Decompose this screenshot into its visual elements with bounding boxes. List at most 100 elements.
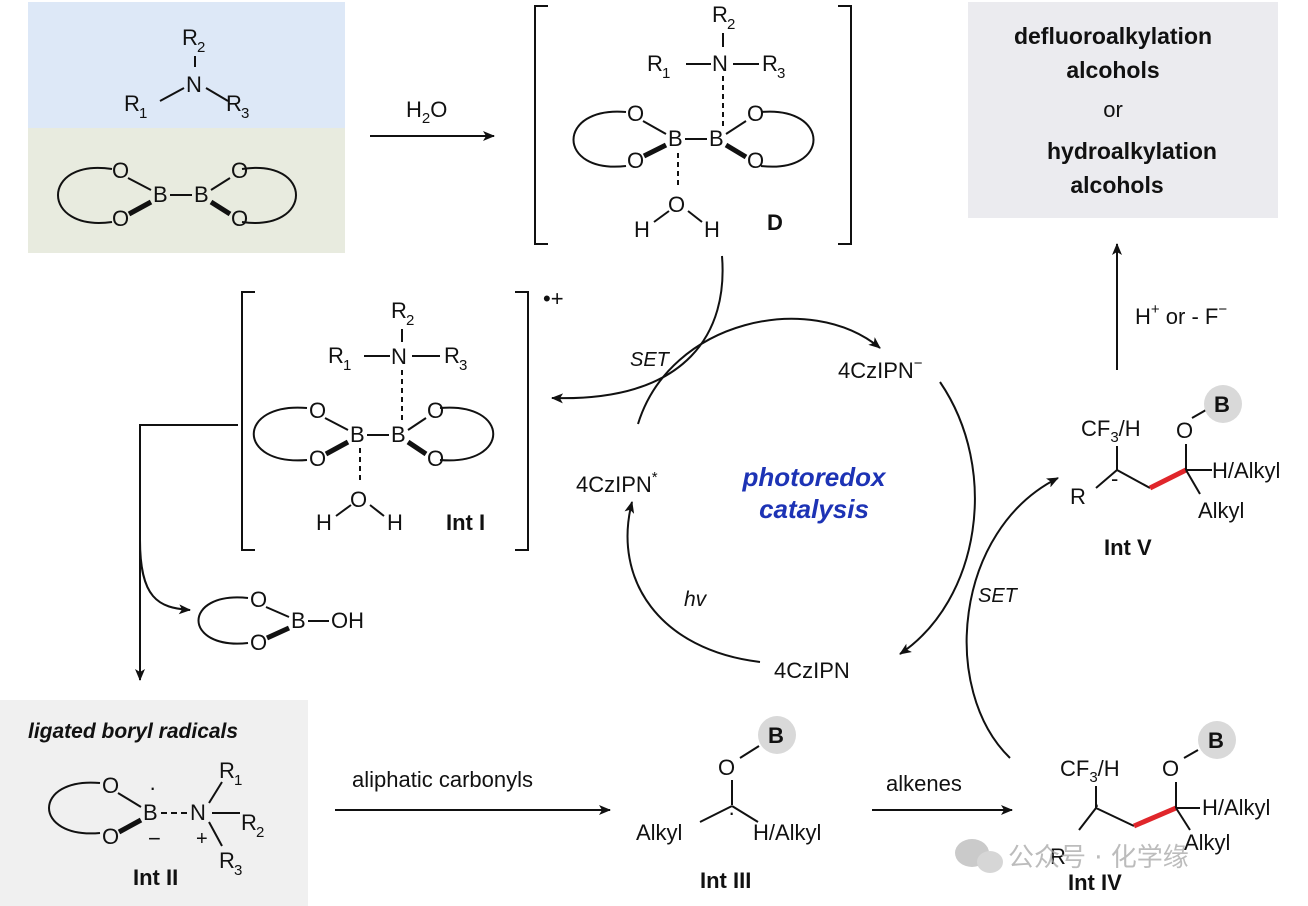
product-line-1: defluoroalkylation	[1014, 23, 1212, 49]
svg-text:2: 2	[256, 824, 264, 841]
set-arrow-int-iv-to-int-v	[965, 477, 1059, 759]
svg-text:公众号 · 化学缘: 公众号 · 化学缘	[1008, 843, 1189, 873]
svg-text:O: O	[747, 148, 764, 173]
svg-text:3: 3	[234, 862, 242, 879]
svg-text:O: O	[427, 398, 444, 423]
svg-text:Alkyl: Alkyl	[636, 820, 682, 845]
svg-text:2: 2	[727, 16, 735, 33]
svg-text:O: O	[102, 824, 119, 849]
svg-text:R: R	[241, 810, 257, 835]
svg-text:O: O	[250, 630, 267, 655]
svg-text:O: O	[250, 587, 267, 612]
svg-text:H/Alkyl: H/Alkyl	[1212, 458, 1280, 483]
set-label-right: SET	[978, 585, 1019, 607]
svg-text:H: H	[387, 510, 403, 535]
svg-text:R: R	[328, 343, 344, 368]
product-line-4: hydroalkylation	[1047, 138, 1217, 164]
svg-text:R: R	[219, 758, 235, 783]
svg-text:H: H	[316, 510, 332, 535]
watermark: 公众号 · 化学缘	[955, 839, 1189, 873]
svg-text:R: R	[762, 51, 778, 76]
hv-label: hv	[684, 588, 708, 611]
cycle-arc-right	[899, 381, 976, 655]
svg-text:Alkyl: Alkyl	[1198, 498, 1244, 523]
cf3h-v: CF3/H	[1081, 416, 1141, 446]
svg-text:H/Alkyl: H/Alkyl	[1202, 795, 1270, 820]
ligated-box	[0, 700, 308, 906]
label-int-v: Int V	[1104, 535, 1152, 560]
int-iv-structure: CF3/H · R O B H/Alkyl Alkyl	[1050, 721, 1270, 869]
final-step-label: H+ or - F−	[1135, 301, 1227, 329]
int-ii-structure: O O B · − N + R 1 R 2 R 3	[48, 758, 264, 879]
cycle-species-left: 4CzIPN*	[576, 469, 658, 497]
svg-text:O: O	[112, 158, 129, 183]
svg-text:R: R	[1050, 844, 1066, 869]
int-i: •+ R 2 N R 1 R 3 O O B B O O O H H Int I	[241, 286, 564, 551]
cycle-title-1: photoredox	[742, 462, 888, 492]
svg-text:O: O	[668, 192, 685, 217]
svg-text:R: R	[391, 298, 407, 323]
label-d: D	[767, 210, 783, 235]
svg-text:O: O	[350, 487, 367, 512]
svg-text:·: ·	[1093, 792, 1100, 817]
product-line-5: alcohols	[1070, 172, 1163, 198]
svg-text:3: 3	[241, 105, 249, 122]
arrow-to-boric-ester	[139, 539, 191, 615]
boronic-byproduct: O O B OH	[197, 587, 364, 655]
svg-text:O: O	[1176, 418, 1193, 443]
complex-d: R 2 N R 1 R 3 O O B B O O O H H D	[534, 2, 852, 245]
svg-text:R: R	[219, 848, 235, 873]
label-int-iv: Int IV	[1068, 870, 1122, 895]
cycle-arc-bottom-left	[624, 501, 761, 663]
svg-text:O: O	[309, 446, 326, 471]
svg-text:B: B	[143, 800, 158, 825]
cycle-arc-top	[637, 317, 881, 425]
svg-text:R: R	[1070, 484, 1086, 509]
product-box	[968, 2, 1278, 218]
new-bond-int-v	[1148, 467, 1188, 491]
svg-text:B: B	[153, 182, 168, 207]
water-label: H2O	[406, 97, 447, 127]
svg-text:H: H	[634, 217, 650, 242]
svg-text:1: 1	[662, 65, 670, 82]
svg-text:O: O	[718, 755, 735, 780]
svg-text:R: R	[712, 2, 728, 27]
svg-text:R: R	[444, 343, 460, 368]
svg-text:B: B	[291, 608, 306, 633]
svg-text:O: O	[427, 446, 444, 471]
set-label-left: SET	[630, 349, 671, 371]
svg-text:1: 1	[343, 357, 351, 374]
svg-text:B: B	[709, 126, 724, 151]
diboron-structure: O O B B O O	[57, 158, 297, 231]
svg-text:R: R	[124, 91, 140, 116]
svg-text:N: N	[712, 51, 728, 76]
svg-text:N: N	[391, 344, 407, 369]
int-v-structure: CF3/H - R O B H/Alkyl Alkyl	[1070, 385, 1280, 523]
cycle-species-top: 4CzIPN−	[838, 355, 923, 383]
svg-text:B: B	[350, 422, 365, 447]
svg-text:2: 2	[406, 312, 414, 329]
svg-text:−: −	[148, 826, 161, 851]
svg-text:1: 1	[234, 772, 242, 789]
svg-text:O: O	[627, 148, 644, 173]
diboron-box	[28, 128, 345, 253]
svg-text:3: 3	[459, 357, 467, 374]
svg-text:O: O	[627, 101, 644, 126]
svg-text:O: O	[231, 158, 248, 183]
svg-text:2: 2	[197, 39, 205, 56]
ligated-title: ligated boryl radicals	[28, 720, 238, 743]
svg-text:+: +	[196, 828, 208, 850]
radical-cation-charge: •+	[543, 286, 564, 311]
svg-text:Alkyl: Alkyl	[1184, 830, 1230, 855]
svg-text:B: B	[194, 182, 209, 207]
svg-text:-: -	[1111, 466, 1118, 491]
arrow-int-i-to-int-ii	[135, 424, 238, 681]
svg-text:R: R	[226, 91, 242, 116]
svg-text:O: O	[231, 206, 248, 231]
cf3h: CF3/H	[1060, 756, 1120, 786]
svg-text:B: B	[1208, 728, 1224, 753]
svg-text:·: ·	[728, 800, 735, 825]
label-int-ii: Int II	[133, 865, 178, 890]
